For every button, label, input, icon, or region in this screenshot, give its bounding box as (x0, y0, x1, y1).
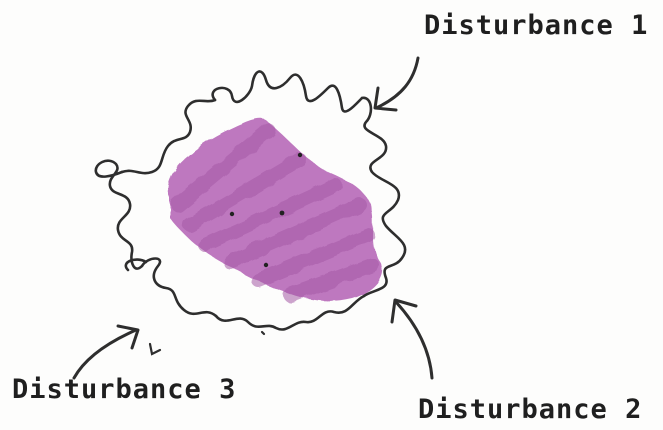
arrow-disturbance-3 (74, 326, 138, 378)
label-disturbance-2: Disturbance 2 (418, 394, 642, 425)
label-disturbance-1: Disturbance 1 (424, 10, 648, 41)
label-disturbance-3: Disturbance 3 (12, 374, 236, 405)
central-blob (168, 119, 382, 301)
stray-marks (150, 332, 264, 354)
arrow-disturbance-1 (375, 58, 418, 110)
arrow-disturbance-2 (392, 300, 432, 378)
